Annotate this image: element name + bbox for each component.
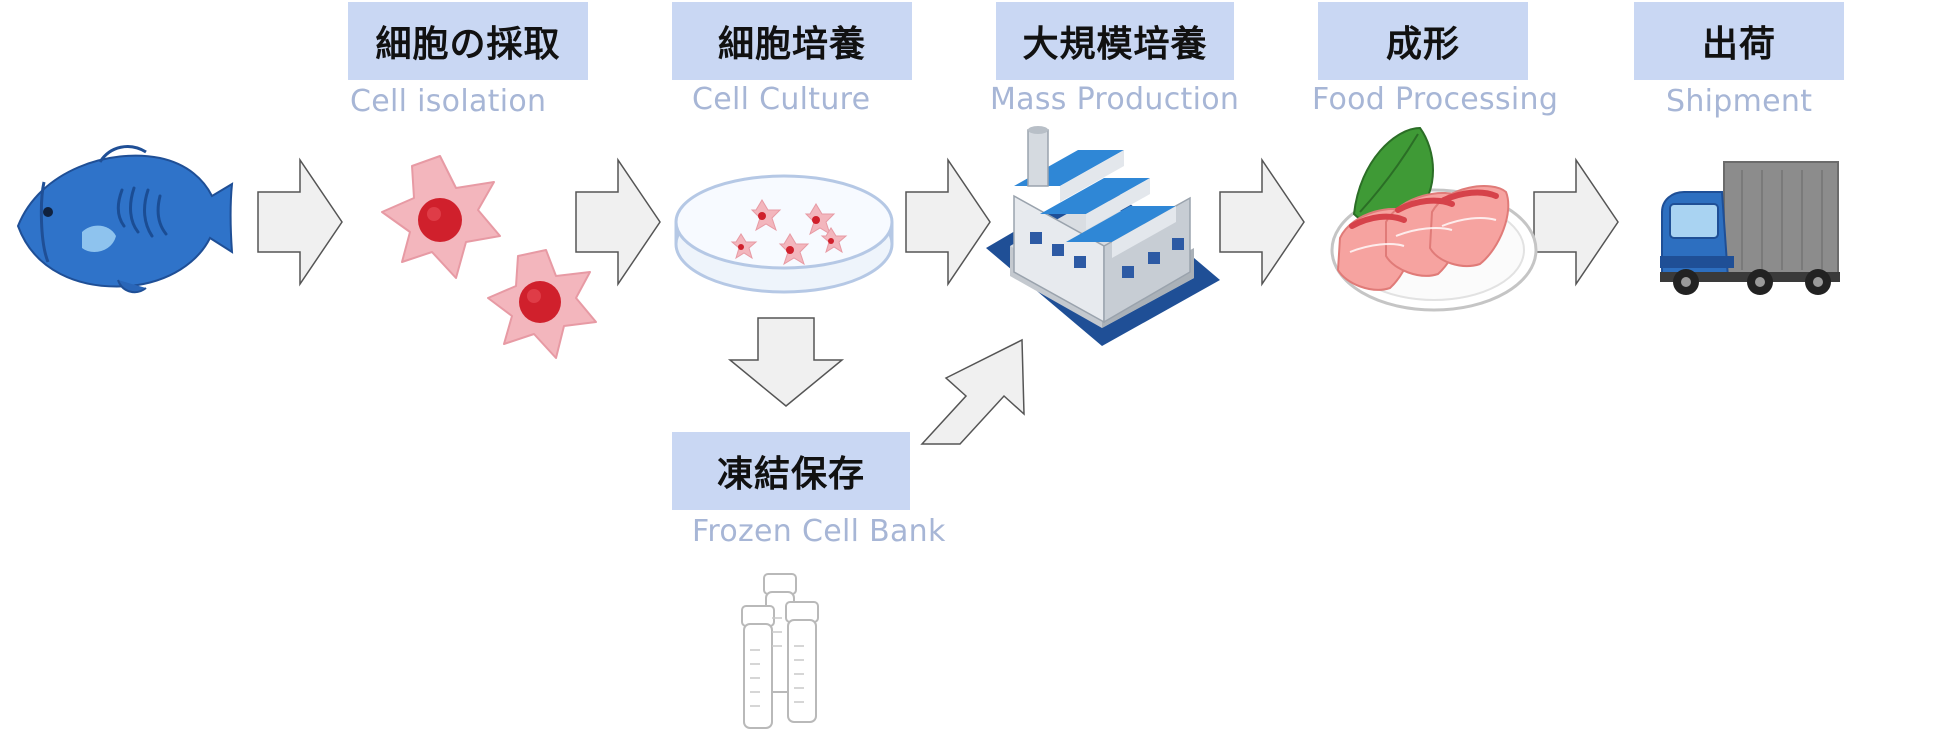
fish-icon	[16, 145, 234, 294]
flow-arrow-3	[905, 157, 991, 287]
cells-icon	[381, 155, 597, 359]
stage-sublabel-frozen-cell-bank: Frozen Cell Bank	[692, 514, 946, 549]
stage-label-mass-production: 大規模培養	[996, 2, 1234, 80]
flow-arrow-down	[727, 317, 845, 407]
sashimi-icon	[1330, 126, 1538, 312]
petri-dish-icon	[674, 174, 894, 294]
flow-arrow-5	[1533, 157, 1619, 287]
flow-arrow-diagonal	[920, 338, 1025, 445]
stage-label-cell-isolation: 細胞の採取	[348, 2, 588, 80]
truck-icon	[1660, 161, 1840, 295]
flow-arrow-1	[257, 157, 343, 287]
stage-sublabel-cell-culture: Cell Culture	[692, 82, 871, 117]
flow-arrow-4	[1219, 157, 1305, 287]
stage-sublabel-food-processing: Food Processing	[1312, 82, 1559, 117]
stage-label-cell-culture: 細胞培養	[672, 2, 912, 80]
factory-icon	[986, 126, 1220, 346]
stage-label-frozen-cell-bank: 凍結保存	[672, 432, 910, 510]
stage-label-shipment: 出荷	[1634, 2, 1844, 80]
cryo-vials-icon	[741, 573, 819, 729]
stage-sublabel-cell-isolation: Cell isolation	[350, 84, 547, 119]
flow-arrow-2	[575, 157, 661, 287]
stage-label-food-processing: 成形	[1318, 2, 1528, 80]
stage-sublabel-shipment: Shipment	[1666, 84, 1813, 119]
stage-sublabel-mass-production: Mass Production	[990, 82, 1240, 117]
